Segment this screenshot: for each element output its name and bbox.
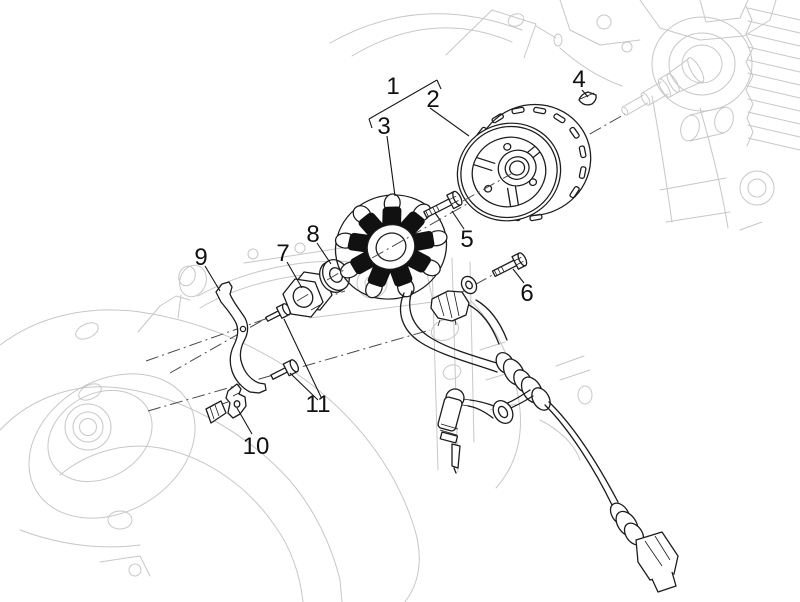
- stator-wire-right: [468, 304, 500, 345]
- leader-8: [316, 242, 332, 265]
- callout-labels: 1 2 3 4 5 6 7 8 9 10 11: [194, 66, 585, 460]
- rotor-hub: [497, 149, 537, 187]
- leader-6: [512, 268, 525, 284]
- bolt-long: [423, 190, 463, 219]
- leader-2: [429, 107, 470, 137]
- rotor-face: [456, 122, 562, 222]
- group-bracket-line: [368, 79, 438, 120]
- cable-guide-bracket: [215, 281, 267, 394]
- cable-clamp: [205, 383, 247, 424]
- upper-secondary-axis: [145, 290, 346, 362]
- clamp-screw-lower: [270, 359, 299, 380]
- callout-7[interactable]: 7: [276, 240, 289, 267]
- flywheel-rotor: [456, 103, 592, 222]
- leader-10: [236, 407, 253, 435]
- callout-8[interactable]: 8: [306, 221, 319, 248]
- woodruff-key: [578, 91, 597, 106]
- leader-4: [581, 89, 589, 98]
- callout-leaders: [204, 79, 589, 435]
- bolt-short: [491, 252, 528, 278]
- background-left-crankcase: [0, 242, 593, 602]
- stator-wire-left: [399, 292, 498, 373]
- background-right-crankcase: [621, 0, 800, 231]
- clamp-screw-upper: [265, 303, 291, 322]
- callout-9[interactable]: 9: [194, 244, 207, 271]
- harness-connector: [635, 531, 679, 593]
- wiring-harness: [399, 275, 679, 593]
- leader-9: [204, 265, 221, 292]
- callout-4[interactable]: 4: [572, 66, 585, 93]
- leader-3: [386, 135, 396, 197]
- leader-11: [283, 318, 322, 401]
- harness-boot-stack: [495, 352, 551, 411]
- callout-2[interactable]: 2: [426, 86, 439, 113]
- leader-7: [286, 261, 303, 289]
- callout-5[interactable]: 5: [460, 226, 473, 253]
- background-top-cover: [329, 0, 641, 87]
- stator: [334, 193, 448, 300]
- leader-5: [451, 210, 465, 230]
- callout-10[interactable]: 10: [243, 433, 270, 460]
- callout-3[interactable]: 3: [377, 113, 390, 140]
- callout-11[interactable]: 11: [306, 391, 331, 418]
- callout-1[interactable]: 1: [386, 73, 399, 100]
- harness-cable: [544, 404, 613, 506]
- axis-overlays: [296, 173, 512, 302]
- spark-plug-cap: [437, 388, 471, 474]
- callout-6[interactable]: 6: [520, 280, 533, 307]
- pickup-unit: [430, 290, 470, 327]
